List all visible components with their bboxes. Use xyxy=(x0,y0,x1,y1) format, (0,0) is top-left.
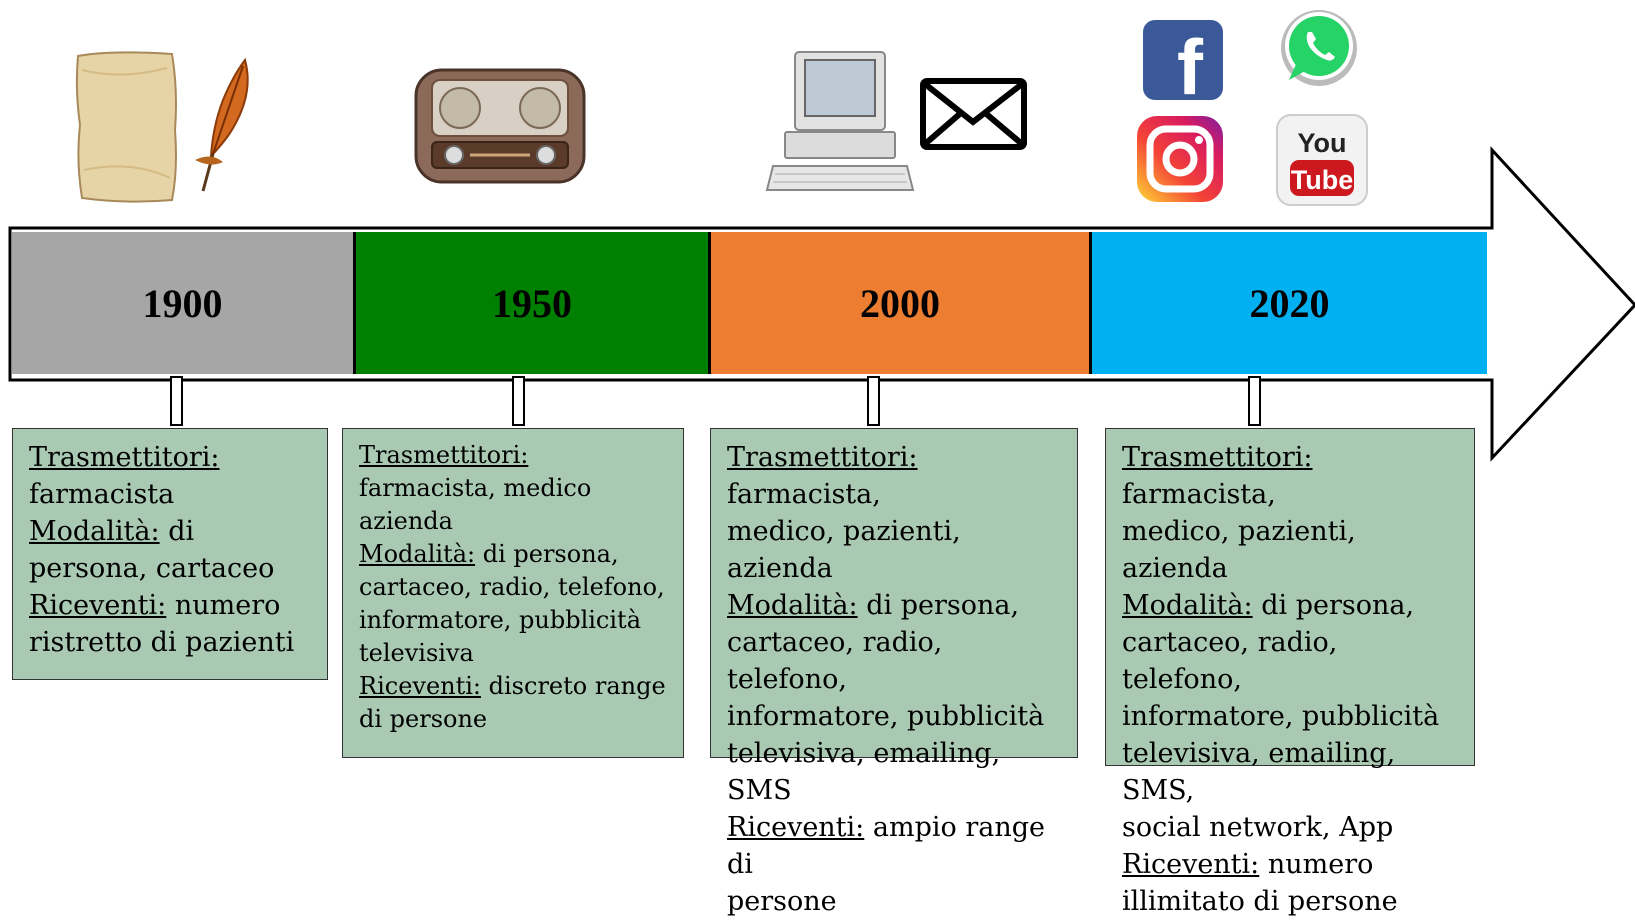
modalita-label: Modalità: xyxy=(359,540,476,568)
modalita-text: cartaceo, radio, telefono, xyxy=(359,573,665,601)
connector-2020 xyxy=(1248,376,1261,426)
connector-1900 xyxy=(170,376,183,426)
computer-icon xyxy=(765,51,915,191)
trasmettitori-text: medico, pazienti, azienda xyxy=(1122,516,1356,584)
trasmettitori-text: farmacista, medico xyxy=(359,474,592,502)
modalita-text: televisiva xyxy=(359,639,474,667)
modalita-label: Modalità: xyxy=(29,516,160,547)
modalita-label: Modalità: xyxy=(1122,590,1253,621)
envelope-icon xyxy=(920,78,1027,150)
youtube-icon: You Tube xyxy=(1276,114,1368,206)
description-box-1900: Trasmettitori: farmacista Modalità: di p… xyxy=(12,428,328,680)
trasmettitori-label: Trasmettitori: xyxy=(1122,442,1313,473)
riceventi-text: di persone xyxy=(359,705,488,733)
trasmettitori-text: farmacista xyxy=(29,479,175,510)
modalita-label: Modalità: xyxy=(727,590,858,621)
riceventi-text: persone xyxy=(727,886,837,917)
riceventi-text: numero xyxy=(166,590,281,621)
trasmettitori-text: medico, pazienti, azienda xyxy=(727,516,961,584)
trasmettitori-label: Trasmettitori: xyxy=(29,442,220,473)
youtube-you-text: You xyxy=(1298,128,1347,158)
riceventi-text: ristretto di pazienti xyxy=(29,627,295,658)
description-box-1950: Trasmettitori: farmacista, medico aziend… xyxy=(342,428,684,758)
year-label-2000: 2000 xyxy=(860,280,940,326)
paper-sheet-icon xyxy=(75,51,177,203)
riceventi-text: numero xyxy=(1259,849,1374,880)
modalita-text: di persona, xyxy=(857,590,1020,621)
trasmettitori-text: farmacista, xyxy=(727,479,881,510)
facebook-letter: f xyxy=(1177,23,1204,100)
trasmettitori-label: Trasmettitori: xyxy=(727,442,918,473)
band-2020: 2020 xyxy=(1092,232,1487,374)
riceventi-label: Riceventi: xyxy=(29,590,167,621)
year-label-1950: 1950 xyxy=(492,280,572,326)
description-box-2020: Trasmettitori: farmacista, medico, pazie… xyxy=(1105,428,1475,917)
riceventi-text: illimitato di persone xyxy=(1122,886,1398,917)
instagram-icon xyxy=(1137,116,1223,202)
modalita-text: di persona, xyxy=(1252,590,1415,621)
connector-1950 xyxy=(512,376,525,426)
modalita-text: televisiva, emailing, SMS, xyxy=(1122,738,1396,806)
modalita-text: cartaceo, radio, telefono, xyxy=(727,627,943,695)
riceventi-label: Riceventi: xyxy=(727,812,865,843)
band-1900: 1900 xyxy=(12,232,356,374)
riceventi-label: Riceventi: xyxy=(1122,849,1260,880)
modalita-text: televisiva, emailing, SMS xyxy=(727,738,1001,806)
riceventi-text: discreto range xyxy=(481,672,666,700)
radio-icon xyxy=(414,68,586,184)
quill-pen-icon xyxy=(195,57,249,192)
modalita-text: di persona, xyxy=(475,540,619,568)
modalita-text: informatore, pubblicità xyxy=(359,606,641,634)
trasmettitori-text: farmacista, xyxy=(1122,479,1276,510)
connector-2000 xyxy=(867,376,880,426)
modalita-text: informatore, pubblicità xyxy=(727,701,1045,732)
band-2000: 2000 xyxy=(711,232,1092,374)
band-1950: 1950 xyxy=(356,232,711,374)
modalita-text: cartaceo, radio, telefono, xyxy=(1122,627,1338,695)
modalita-text: social network, App xyxy=(1122,812,1394,843)
modalita-text: informatore, pubblicità xyxy=(1122,701,1440,732)
whatsapp-icon xyxy=(1281,10,1357,86)
modalita-text: persona, cartaceo xyxy=(29,553,275,584)
year-label-2020: 2020 xyxy=(1249,280,1330,326)
trasmettitori-text: azienda xyxy=(359,507,453,535)
description-box-2000: Trasmettitori: farmacista, medico, pazie… xyxy=(710,428,1078,917)
modalita-text: di xyxy=(159,516,195,547)
year-label-1900: 1900 xyxy=(142,280,223,326)
riceventi-label: Riceventi: xyxy=(359,672,482,700)
facebook-icon: f xyxy=(1143,20,1223,100)
youtube-tube-text: Tube xyxy=(1291,165,1354,195)
trasmettitori-label: Trasmettitori: xyxy=(359,441,529,469)
